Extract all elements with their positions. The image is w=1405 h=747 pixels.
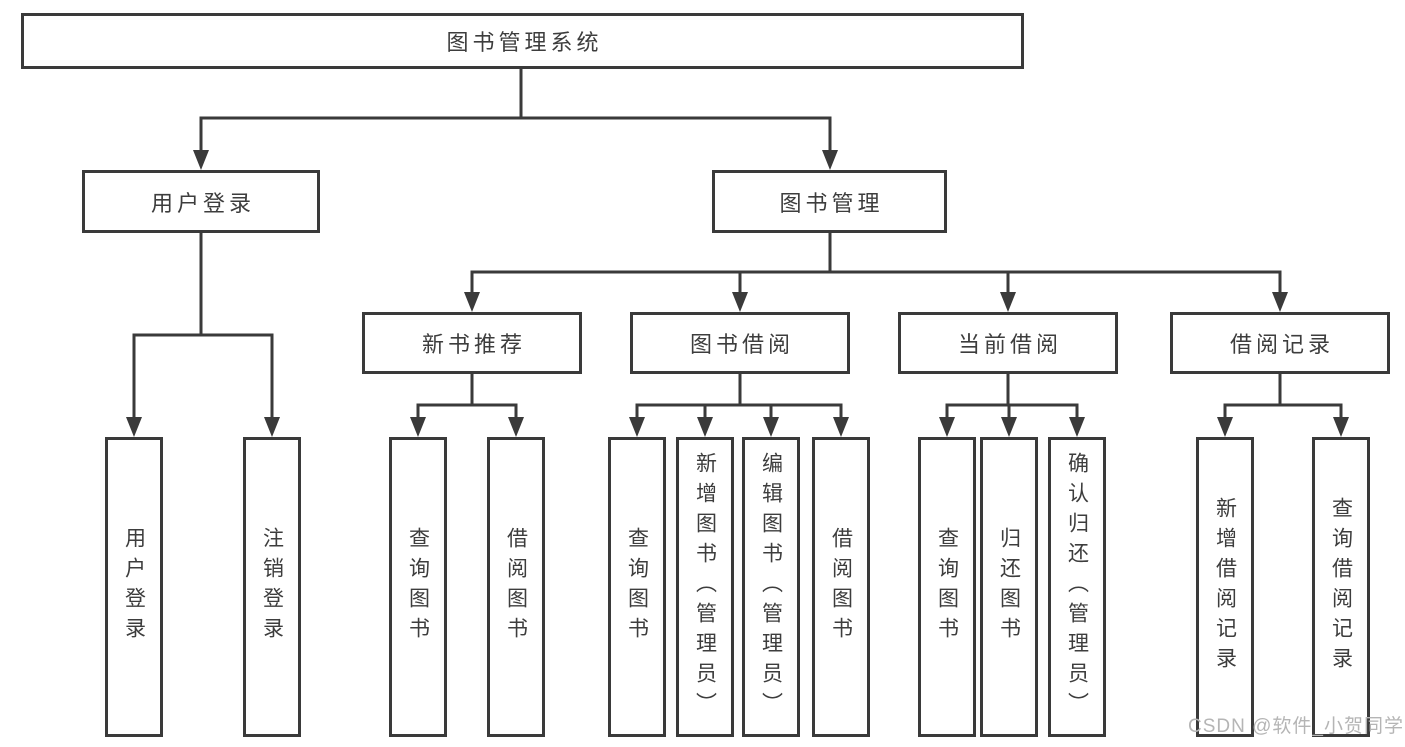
- node-borrowing-records: 借阅记录: [1170, 312, 1390, 374]
- leaf-label: 注销登录: [260, 527, 284, 647]
- node-label: 用户登录: [150, 190, 255, 216]
- leaf-borrow-books-borrowing: 借阅图书: [812, 437, 870, 737]
- node-current-borrowing: 当前借阅: [898, 312, 1118, 374]
- leaf-label: 借阅图书: [504, 527, 528, 647]
- leaf-query-borrow-record: 查询借阅记录: [1312, 437, 1370, 737]
- leaf-query-books-recommend: 查询图书: [389, 437, 447, 737]
- leaf-label: 查询图书: [406, 527, 430, 647]
- csdn-watermark: CSDN @软件_小贺同学: [1188, 716, 1404, 737]
- leaf-return-books: 归还图书: [980, 437, 1038, 737]
- node-new-book-recommendation: 新书推荐: [362, 312, 582, 374]
- leaf-label: 借阅图书: [829, 527, 853, 647]
- node-label: 当前借阅: [957, 332, 1062, 357]
- leaf-label: 新增图书（管理员）: [693, 452, 717, 722]
- node-book-management: 图书管理: [712, 170, 947, 233]
- leaf-borrow-books-recommend: 借阅图书: [487, 437, 545, 737]
- leaf-label: 归还图书: [997, 527, 1021, 647]
- leaf-add-books-admin: 新增图书（管理员）: [676, 437, 734, 737]
- node-book-borrowing: 图书借阅: [630, 312, 850, 374]
- node-label: 借阅记录: [1229, 332, 1334, 357]
- leaf-label: 查询图书: [625, 527, 649, 647]
- leaf-label: 用户登录: [122, 527, 146, 647]
- node-label: 新书推荐: [421, 332, 526, 357]
- leaf-edit-books-admin: 编辑图书（管理员）: [742, 437, 800, 737]
- leaf-label: 编辑图书（管理员）: [759, 452, 783, 722]
- node-label: 图书管理: [779, 190, 884, 216]
- leaf-logout: 注销登录: [243, 437, 301, 737]
- arrow-heads: [126, 150, 1349, 437]
- node-label: 图书借阅: [689, 332, 794, 357]
- tree-connectors: [132, 69, 1343, 419]
- node-label: 图书管理系统: [446, 30, 603, 55]
- leaf-query-books-borrowing: 查询图书: [608, 437, 666, 737]
- leaf-label: 查询图书: [935, 527, 959, 647]
- leaf-user-login: 用户登录: [105, 437, 163, 737]
- node-library-management-system: 图书管理系统: [21, 13, 1024, 69]
- leaf-add-borrow-record: 新增借阅记录: [1196, 437, 1254, 737]
- node-user-login: 用户登录: [82, 170, 320, 233]
- leaf-label: 新增借阅记录: [1213, 497, 1237, 677]
- leaf-label: 查询借阅记录: [1329, 497, 1353, 677]
- leaf-query-books-current: 查询图书: [918, 437, 976, 737]
- leaf-confirm-return-admin: 确认归还（管理员）: [1048, 437, 1106, 737]
- leaf-label: 确认归还（管理员）: [1065, 452, 1089, 722]
